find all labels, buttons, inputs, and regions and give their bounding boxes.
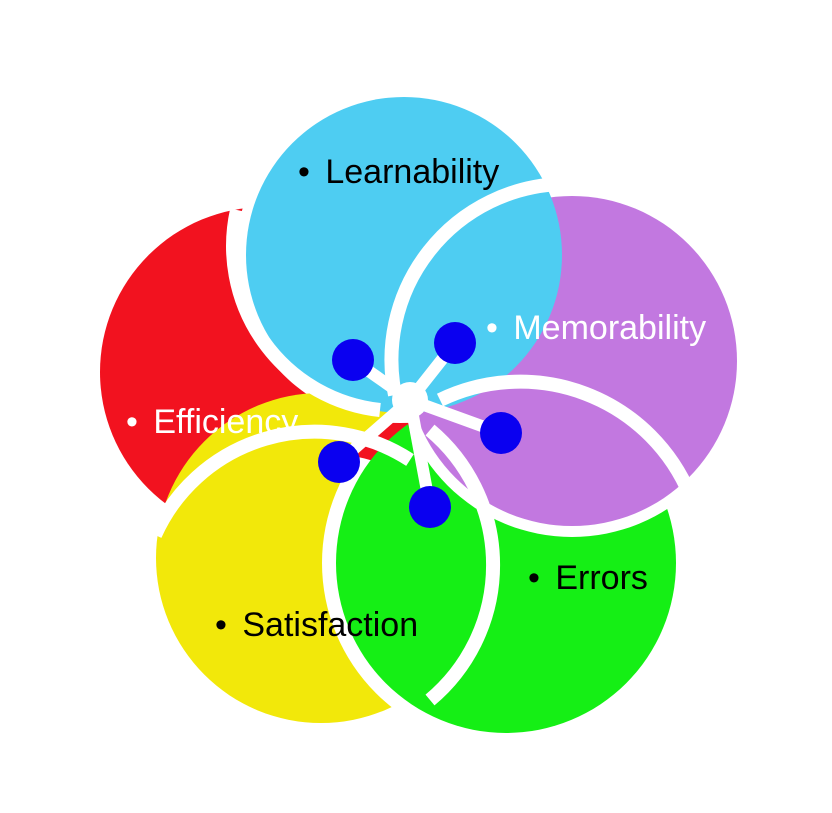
connector-dot-memorability	[434, 322, 476, 364]
petal-learnability	[246, 97, 562, 413]
label-satisfaction-text: Satisfaction	[242, 606, 418, 644]
separator-efficiency-learnability	[226, 208, 381, 417]
separator-learnability-memorability	[384, 177, 561, 397]
bullet-learnability: •	[298, 153, 310, 191]
label-errors-text: Errors	[555, 559, 648, 597]
center-hub	[392, 382, 428, 418]
connector-dot-learnability	[332, 339, 374, 381]
bullet-memorability: •	[486, 309, 498, 347]
connector-dot-satisfaction	[409, 486, 451, 528]
separator-memorability-errors	[436, 374, 697, 498]
label-satisfaction: • Satisfaction	[215, 606, 418, 644]
label-learnability: • Learnability	[298, 153, 499, 191]
label-memorability-text: Memorability	[513, 309, 706, 347]
petal-learnability-shape	[246, 97, 562, 413]
connector-dots	[318, 322, 522, 528]
label-errors: • Errors	[528, 559, 648, 597]
bullet-satisfaction: •	[215, 606, 227, 644]
label-efficiency: • Efficiency	[126, 403, 298, 441]
label-memorability: • Memorability	[486, 309, 706, 347]
bullet-efficiency: •	[126, 403, 138, 441]
connector-dot-errors	[480, 412, 522, 454]
bullet-errors: •	[528, 559, 540, 597]
connector-dot-efficiency	[318, 441, 360, 483]
separator-errors-satisfaction	[425, 424, 501, 706]
label-efficiency-text: Efficiency	[153, 403, 298, 441]
label-learnability-text: Learnability	[325, 153, 499, 191]
